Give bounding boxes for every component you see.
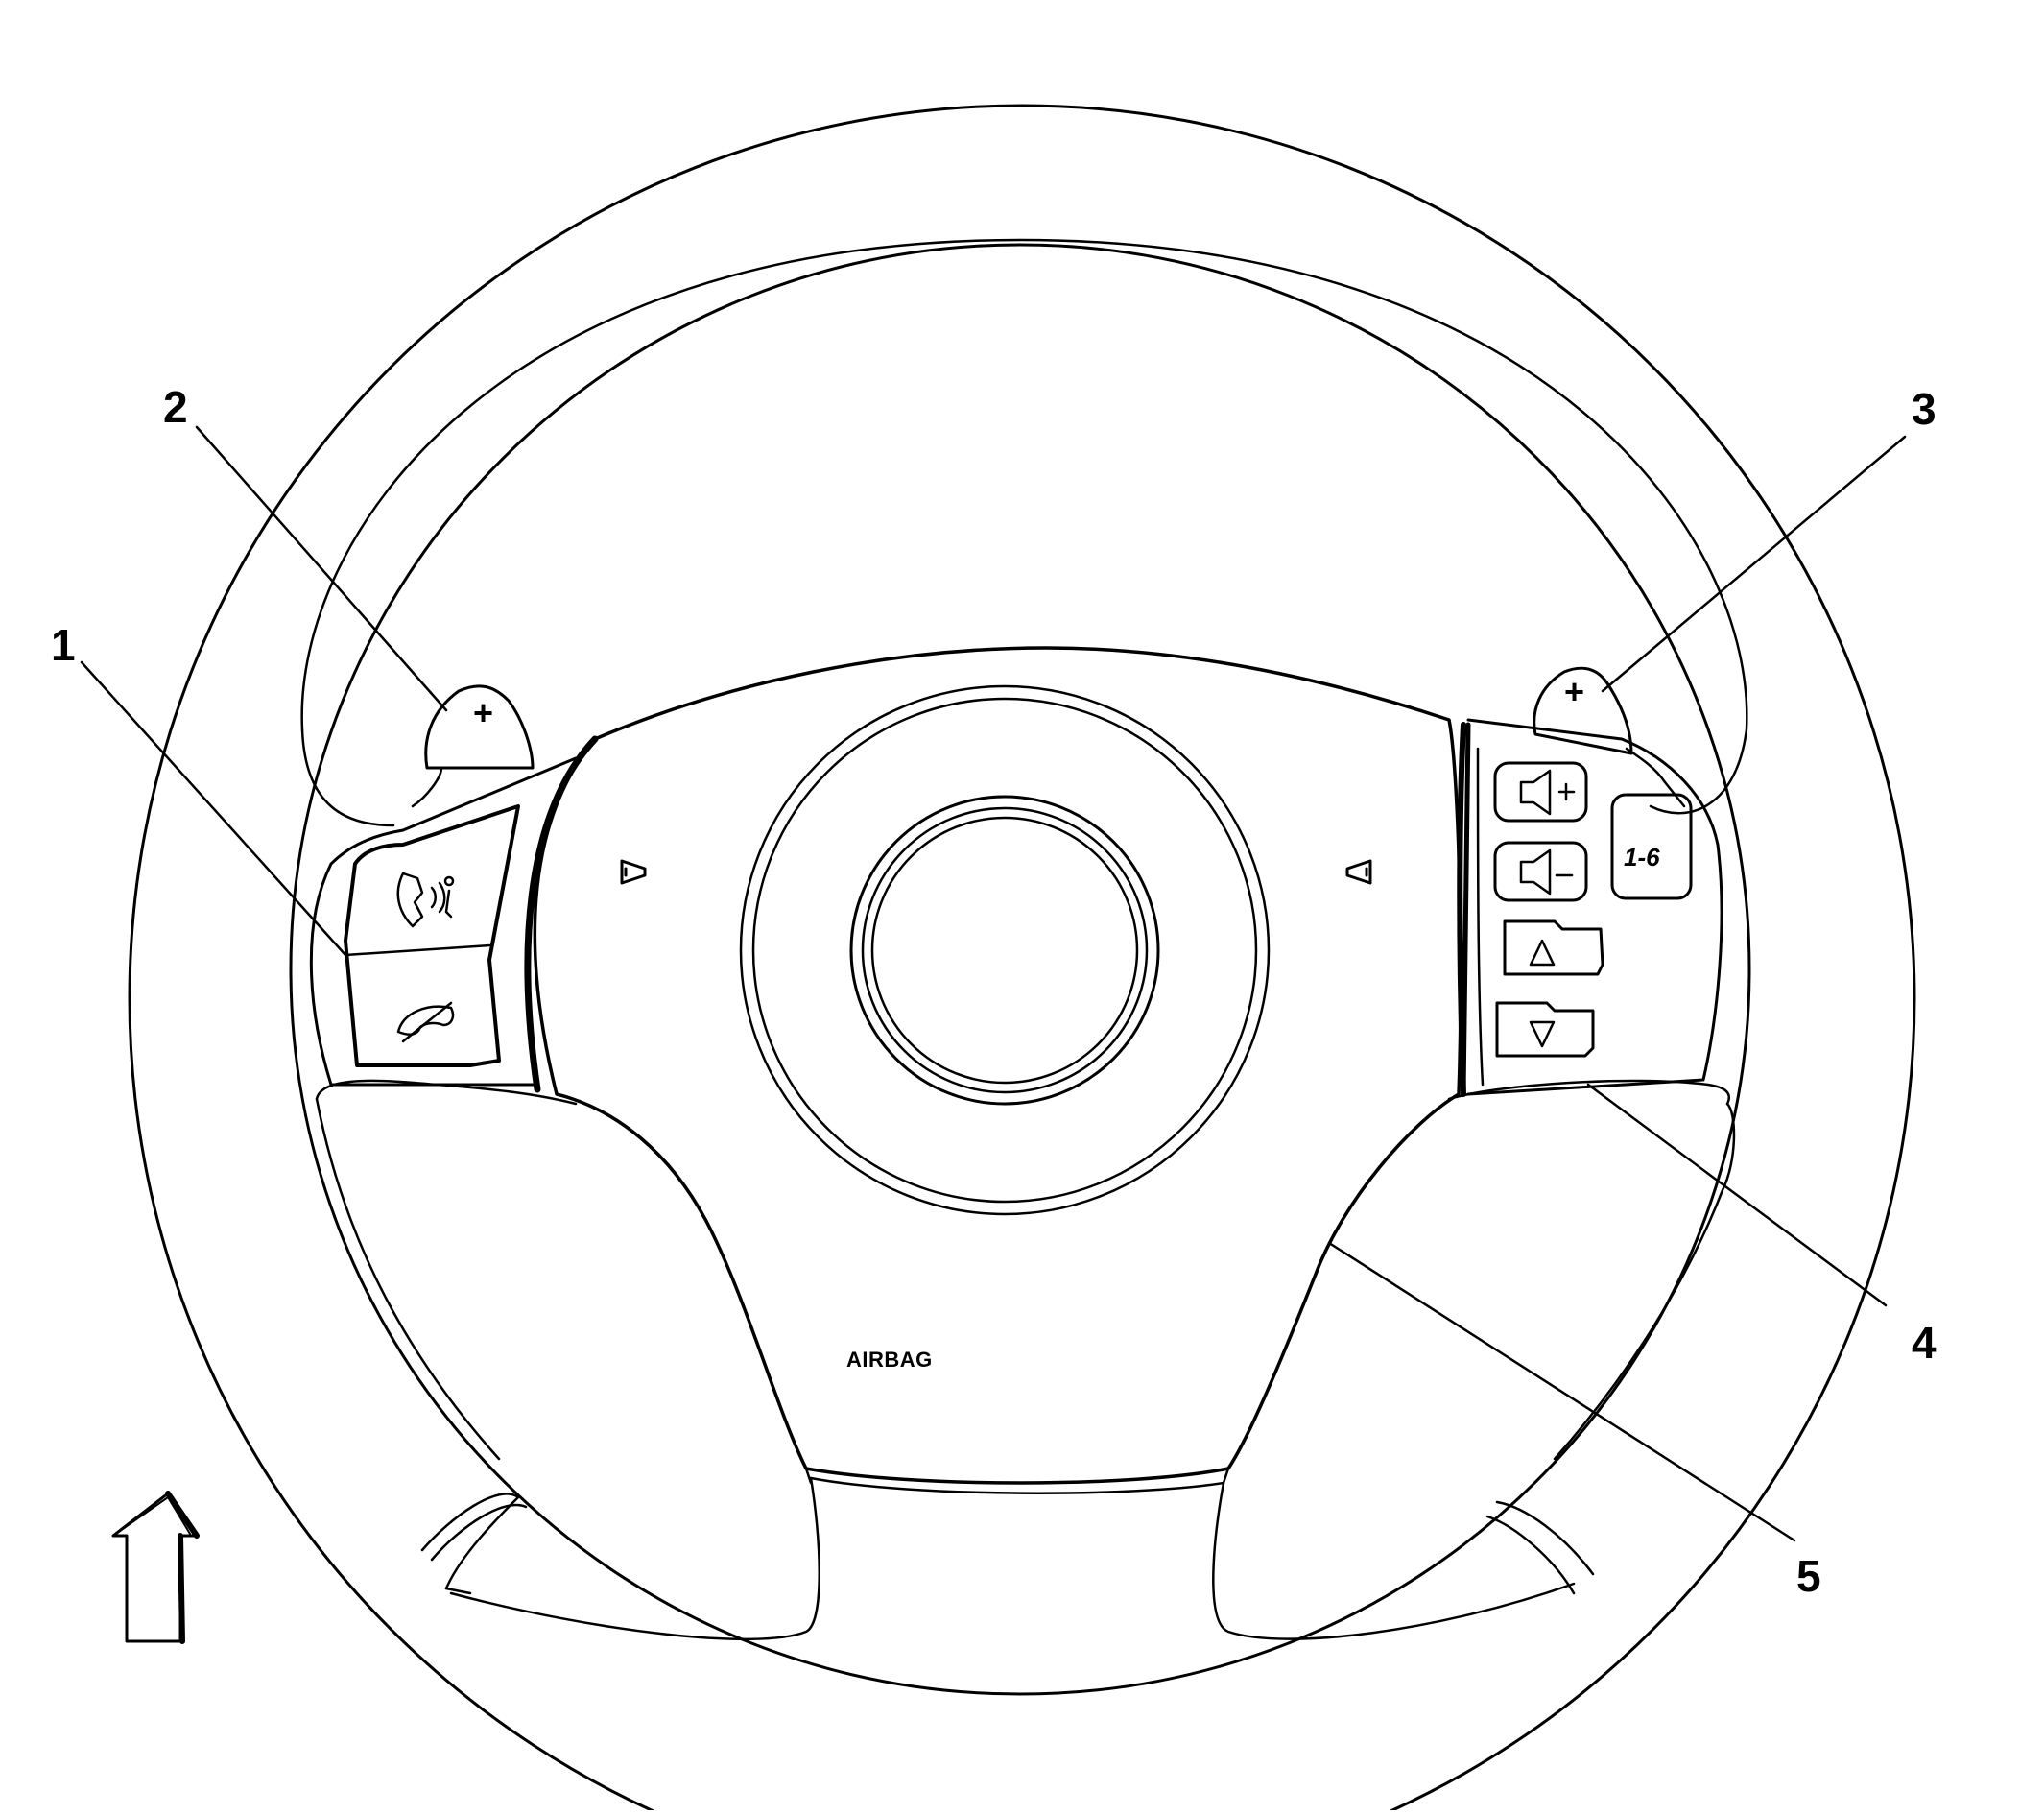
callout-3: 3 xyxy=(1912,384,1937,434)
seek-down-icon xyxy=(1529,1020,1556,1048)
right-paddle-shifter[interactable]: + xyxy=(1533,666,1686,808)
leader-line-3 xyxy=(1601,435,1907,693)
airbag-hub xyxy=(524,646,1466,1494)
volume-down-button[interactable] xyxy=(1493,841,1588,902)
left-paddle-label: + xyxy=(473,693,493,732)
seek-up-icon xyxy=(1529,939,1556,967)
phone-voice-icon[interactable] xyxy=(396,872,455,928)
lower-spokes xyxy=(420,1476,1595,1641)
volume-up-icon xyxy=(1519,769,1576,816)
leader-line-4 xyxy=(1586,1083,1888,1307)
phone-hangup-icon[interactable] xyxy=(396,1001,455,1043)
horn-icon xyxy=(1345,859,1372,885)
spoke-openings xyxy=(300,238,1748,1461)
preset-button[interactable]: 1-6 xyxy=(1610,793,1693,900)
callout-1: 1 xyxy=(51,620,76,670)
leader-line-5 xyxy=(1327,1241,1796,1542)
seek-up-button[interactable] xyxy=(1503,919,1604,976)
callout-4: 4 xyxy=(1912,1318,1937,1368)
wheel-rim xyxy=(128,104,1916,1815)
leader-lines xyxy=(80,425,1907,1542)
right-control-pod xyxy=(1461,718,1723,1097)
volume-down-icon xyxy=(1519,848,1574,896)
leader-line-2 xyxy=(195,425,448,712)
volume-up-button[interactable] xyxy=(1493,761,1588,823)
horn-icon xyxy=(620,859,647,885)
left-paddle-shifter[interactable]: + xyxy=(411,684,535,808)
preset-button-label: 1-6 xyxy=(1624,843,1660,872)
left-control-pod xyxy=(309,756,578,1087)
seek-down-button[interactable] xyxy=(1495,1001,1595,1058)
airbag-label: AIRBAG xyxy=(846,1348,933,1372)
up-arrow-icon xyxy=(111,1491,200,1644)
leader-line-1 xyxy=(80,660,347,957)
callout-5: 5 xyxy=(1796,1551,1821,1601)
callout-2: 2 xyxy=(163,382,188,432)
right-paddle-label: + xyxy=(1564,672,1584,711)
